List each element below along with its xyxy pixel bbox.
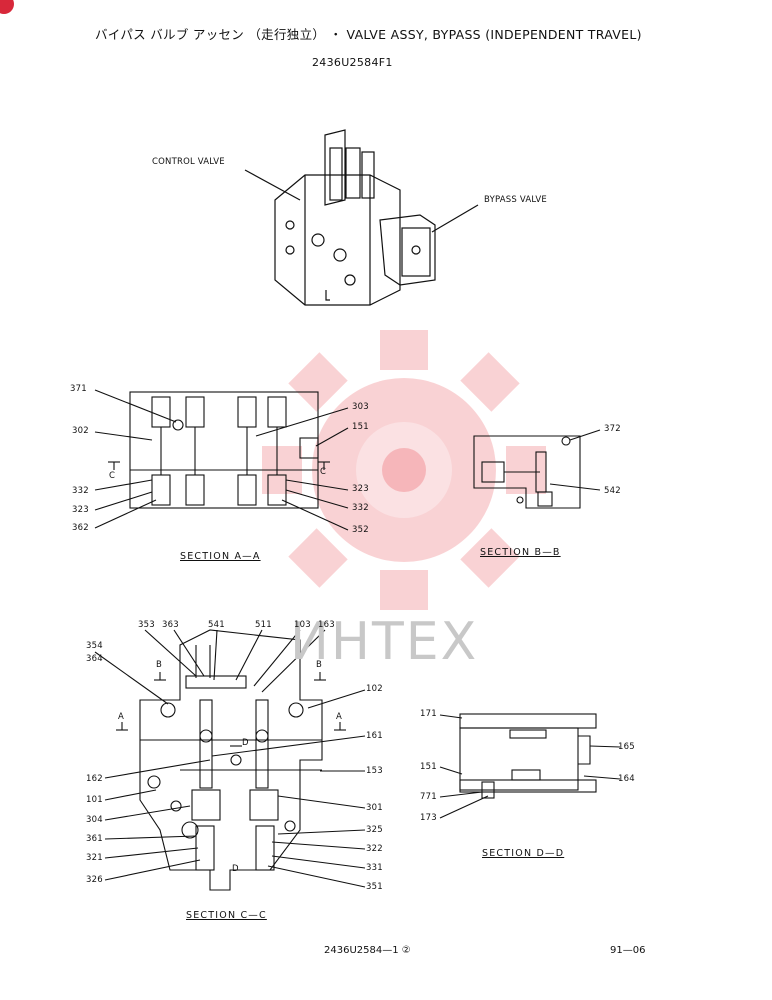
callout: 511 bbox=[255, 620, 272, 630]
callout: 326 bbox=[86, 875, 103, 885]
section-dd-drawing bbox=[439, 713, 621, 819]
callout: 363 bbox=[162, 620, 179, 630]
callout: 151 bbox=[352, 422, 369, 432]
callout: 351 bbox=[366, 882, 383, 892]
callout: 322 bbox=[366, 844, 383, 854]
section-marker: A bbox=[118, 712, 125, 722]
callout: 353 bbox=[138, 620, 155, 630]
callout: 332 bbox=[352, 503, 369, 513]
caption-section-bb: SECTION B—B bbox=[480, 547, 561, 558]
section-marker: B bbox=[156, 660, 163, 670]
callout: 371 bbox=[70, 384, 87, 394]
section-bb-drawing bbox=[473, 429, 601, 509]
callout: 372 bbox=[604, 424, 621, 434]
watermark-gear-icon bbox=[262, 330, 546, 610]
callout: 323 bbox=[72, 505, 89, 515]
callout: 304 bbox=[86, 815, 103, 825]
caption-section-cc: SECTION C—C bbox=[186, 910, 267, 921]
watermark-text: ИНТЕХ bbox=[290, 612, 479, 672]
section-marker: A bbox=[336, 712, 343, 722]
callout: 303 bbox=[352, 402, 369, 412]
callout: 161 bbox=[366, 731, 383, 741]
callout: 542 bbox=[604, 486, 621, 496]
part-number: 2436U2584F1 bbox=[312, 56, 393, 69]
drawing-number: 2436U2584—1 ② bbox=[324, 945, 411, 956]
callout: 364 bbox=[86, 654, 103, 664]
callout: 325 bbox=[366, 825, 383, 835]
caption-section-aa: SECTION A—A bbox=[180, 551, 261, 562]
label-control-valve: CONTROL VALVE bbox=[152, 157, 225, 167]
callout: 354 bbox=[86, 641, 103, 651]
callout: 331 bbox=[366, 863, 383, 873]
callout: 771 bbox=[420, 792, 437, 802]
callout: 153 bbox=[366, 766, 383, 776]
section-marker: C bbox=[320, 467, 327, 477]
callout: 164 bbox=[618, 774, 635, 784]
callout: 321 bbox=[86, 853, 103, 863]
iso-view bbox=[244, 129, 479, 306]
callout: 332 bbox=[72, 486, 89, 496]
callout: 541 bbox=[208, 620, 225, 630]
callout: 102 bbox=[366, 684, 383, 694]
page-number: 91—06 bbox=[610, 945, 646, 956]
callout: 171 bbox=[420, 709, 437, 719]
callout: 302 bbox=[72, 426, 89, 436]
caption-section-dd: SECTION D—D bbox=[482, 848, 565, 859]
callout: 163 bbox=[318, 620, 335, 630]
corner-badge bbox=[0, 0, 14, 14]
callout: 352 bbox=[352, 525, 369, 535]
section-cc-drawing bbox=[94, 629, 366, 891]
callout: 362 bbox=[72, 523, 89, 533]
section-aa-drawing bbox=[94, 389, 349, 531]
section-marker: C bbox=[109, 471, 116, 481]
section-marker: B bbox=[316, 660, 323, 670]
callout: 361 bbox=[86, 834, 103, 844]
section-marker: D bbox=[232, 864, 239, 874]
callout: 323 bbox=[352, 484, 369, 494]
callout: 162 bbox=[86, 774, 103, 784]
callout: 301 bbox=[366, 803, 383, 813]
page-title: バイパス バルブ アッセン （走行独立） ・ VALVE ASSY, BYPAS… bbox=[95, 27, 642, 42]
section-marker: D bbox=[242, 738, 249, 748]
callout: 173 bbox=[420, 813, 437, 823]
callout: 165 bbox=[618, 742, 635, 752]
label-bypass-valve: BYPASS VALVE bbox=[484, 195, 547, 205]
callout: 103 bbox=[294, 620, 311, 630]
callout: 101 bbox=[86, 795, 103, 805]
callout: 151 bbox=[420, 762, 437, 772]
